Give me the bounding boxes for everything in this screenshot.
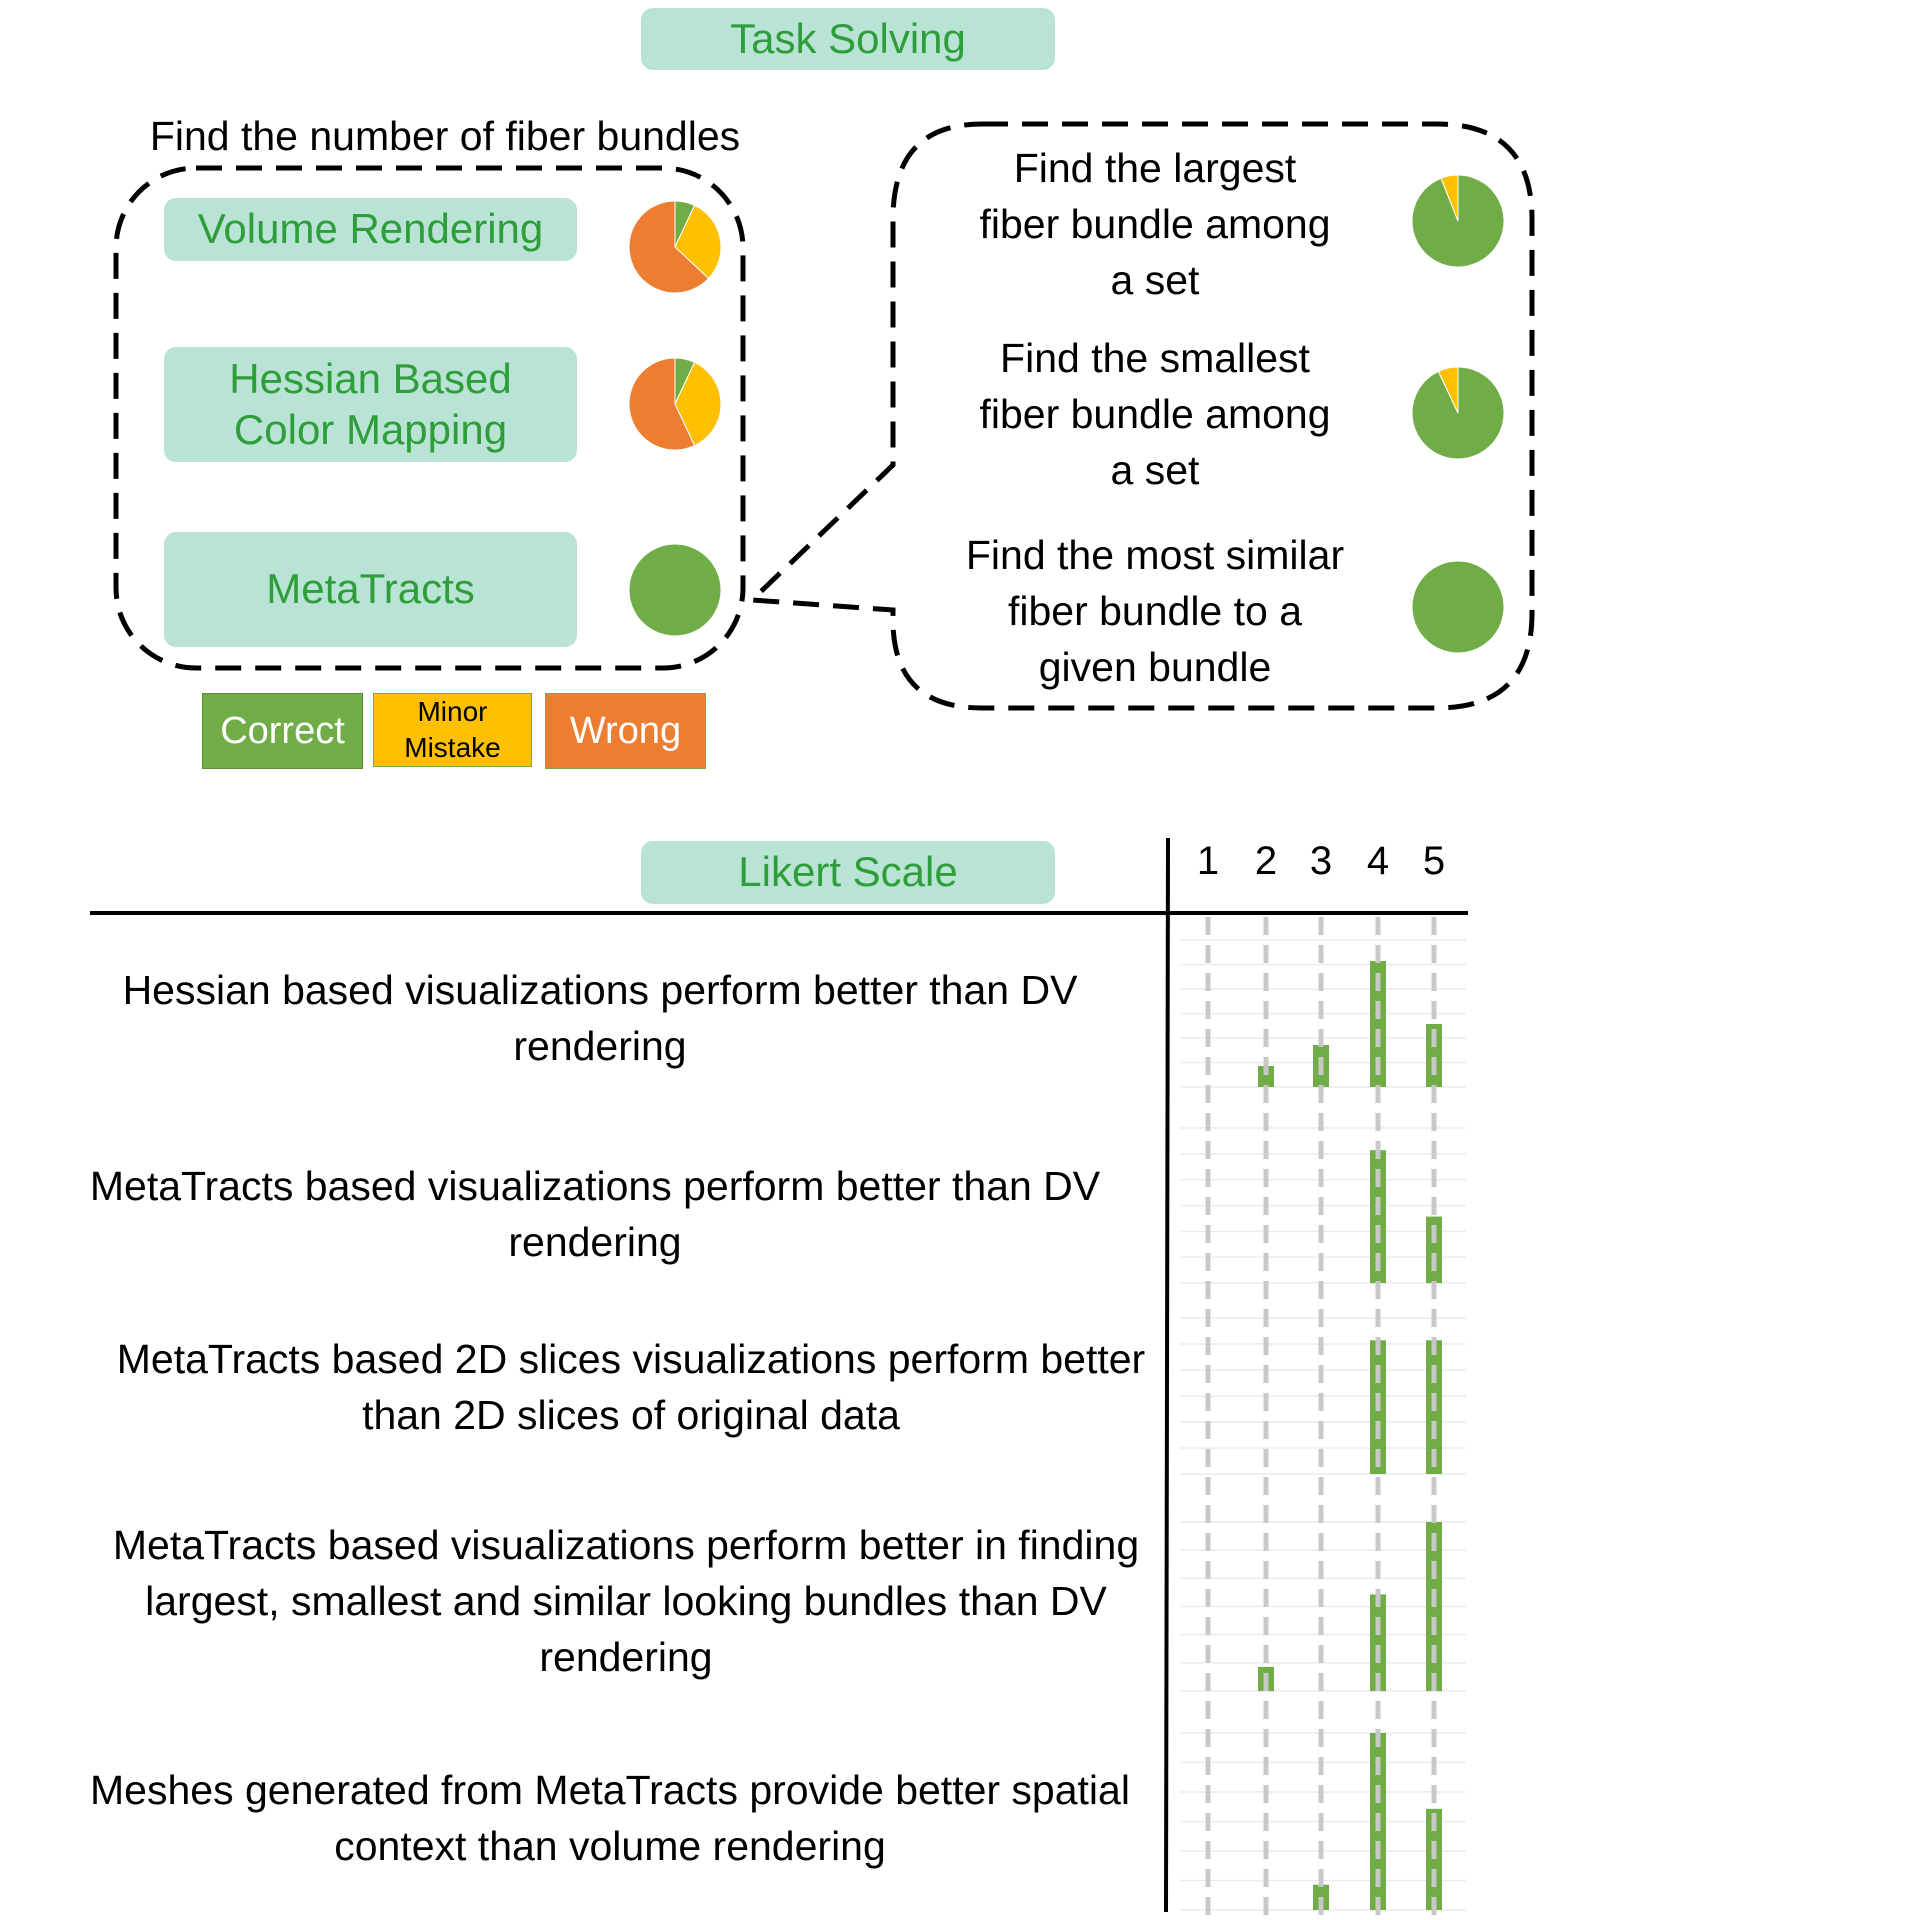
- likert-bar-row4-score4: [1370, 1594, 1386, 1691]
- pie-2-slice-wrong: [628, 357, 696, 451]
- likert-scale-label-3: 3: [1310, 839, 1332, 883]
- method-volume-rendering: Volume Rendering: [164, 198, 577, 261]
- pie-2-slice-minor-mistake: [674, 361, 722, 447]
- right-task-largest: Find the largest fiber bundle among a se…: [979, 145, 1331, 303]
- likert-bar-row1-score4: [1370, 961, 1386, 1087]
- likert-scale-label-2: 2: [1255, 839, 1277, 883]
- likert-bar-row5-score5: [1426, 1808, 1442, 1910]
- likert-statement-3: MetaTracts based 2D slices visualization…: [116, 1336, 1146, 1438]
- method-metatracts: MetaTracts: [164, 532, 577, 647]
- pie-1-slice-wrong: [628, 200, 710, 294]
- likert-scale-label-5: 5: [1423, 839, 1445, 883]
- likert-bar-row2-score5: [1426, 1216, 1442, 1283]
- pie-chart-2: [628, 357, 722, 451]
- likert-bar-row2-score4: [1370, 1150, 1386, 1283]
- right-task-similar: Find the most similar fiber bundle to a …: [965, 532, 1345, 690]
- pie-3-slice-correct: [628, 543, 722, 637]
- pie-6-slice-correct: [1411, 560, 1505, 654]
- method-hessian-color-mapping: Hessian Based Color Mapping: [164, 347, 577, 462]
- pie-4-slice-minor-mistake: [1440, 174, 1459, 222]
- pie-1-slice-minor-mistake: [674, 204, 722, 280]
- pie-chart-4: [1411, 174, 1505, 268]
- legend-correct: Correct: [202, 693, 363, 769]
- likert-statement-4: MetaTracts based visualizations perform …: [112, 1522, 1140, 1680]
- likert-scale-label-4: 4: [1367, 839, 1389, 883]
- pie-chart-3: [628, 543, 722, 637]
- likert-bar-row1-score2: [1258, 1066, 1274, 1087]
- likert-statement-5: Meshes generated from MetaTracts provide…: [90, 1767, 1130, 1869]
- pie-chart-5: [1411, 366, 1505, 460]
- pie-chart-1: [628, 200, 722, 294]
- likert-scale-title: Likert Scale: [641, 841, 1055, 904]
- likert-bar-row1-score5: [1426, 1024, 1442, 1087]
- right-callout-bubble: [746, 121, 1535, 711]
- right-task-smallest: Find the smallest fiber bundle among a s…: [979, 335, 1331, 493]
- legend-wrong: Wrong: [545, 693, 706, 769]
- likert-vertical-axis: [1164, 837, 1170, 1913]
- likert-statement-2: MetaTracts based visualizations perform …: [89, 1163, 1101, 1265]
- left-group-box: [113, 165, 746, 671]
- legend-minor-mistake: Minor Mistake: [373, 693, 532, 767]
- likert-statement-1: Hessian based visualizations perform bet…: [122, 967, 1078, 1069]
- pie-5-slice-minor-mistake: [1437, 366, 1459, 414]
- pie-chart-6: [1411, 560, 1505, 654]
- likert-scale-label-1: 1: [1197, 839, 1219, 883]
- task-solving-title: Task Solving: [641, 8, 1055, 70]
- left-task-prompt: Find the number of fiber bundles: [149, 113, 741, 159]
